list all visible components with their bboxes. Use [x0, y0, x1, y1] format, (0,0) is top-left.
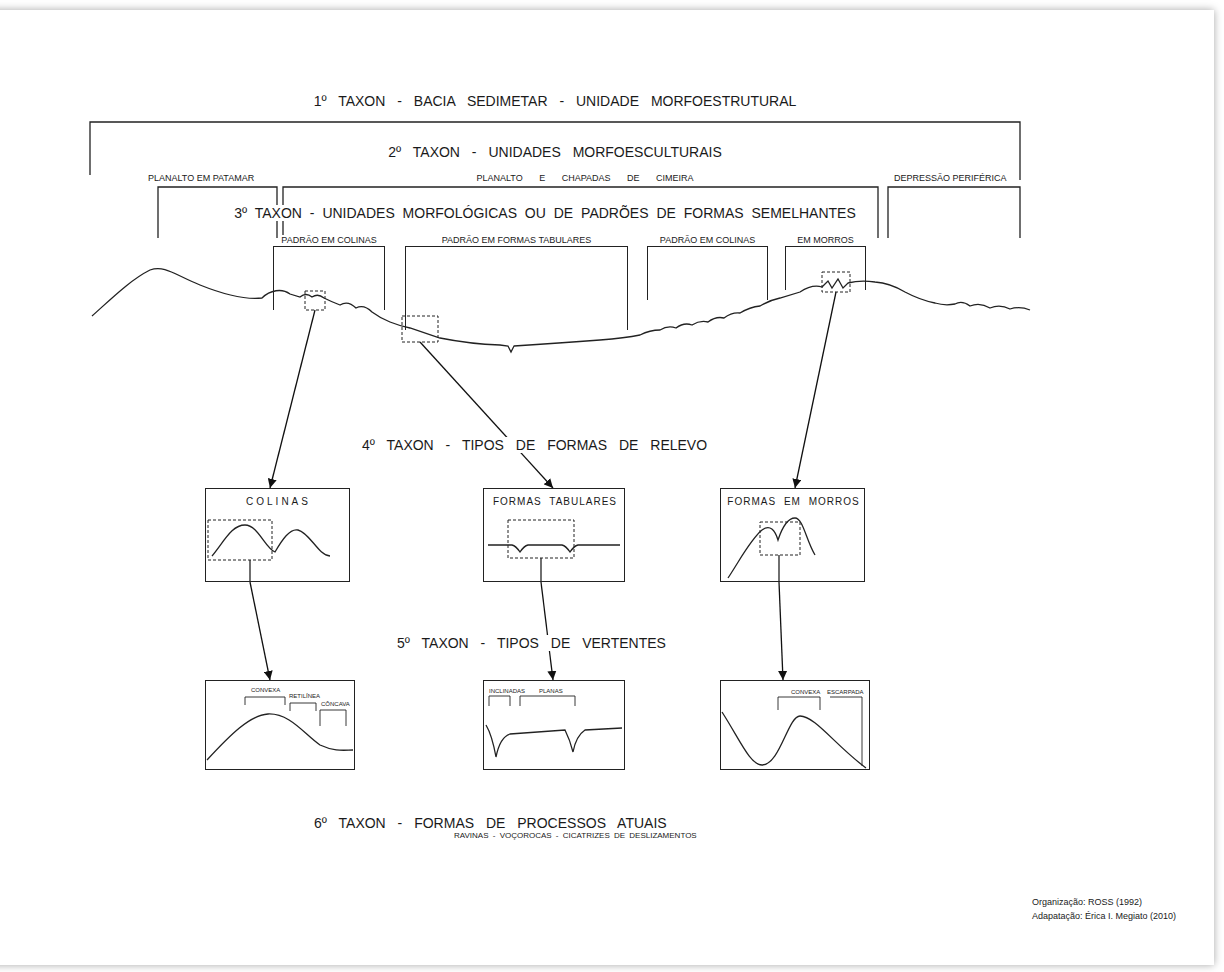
- morros-profile: [728, 518, 815, 578]
- relief-form-box: COLINAS: [205, 488, 350, 582]
- pattern-bracket: PADRÃO EM FORMAS TABULARES: [405, 234, 628, 342]
- bracket-label: PADRÃO EM FORMAS TABULARES: [441, 235, 593, 245]
- leader-line: [540, 558, 541, 582]
- unit-label: PLANALTO E CHAPADAS DE CIMEIRA: [474, 173, 695, 183]
- detail-frame: [508, 520, 574, 558]
- pattern-bracket: EM MORROS: [785, 234, 866, 292]
- pattern-bracket: PADRÃO EM COLINAS: [273, 234, 385, 310]
- slope-profile: [486, 725, 622, 757]
- slope-label: CONVEXA: [251, 687, 280, 693]
- arrow-connector: [795, 292, 836, 488]
- arrow-connector: [420, 342, 553, 488]
- bracket-outline: [273, 246, 385, 310]
- slope-profile: [207, 714, 353, 760]
- taxon-bracket: [90, 122, 1020, 180]
- slope-label: PLANAS: [539, 688, 563, 694]
- slope-profile: [722, 712, 866, 768]
- slope-bracket: [520, 696, 575, 706]
- taxon-title: 5º TAXON - TIPOS DE VERTENTES: [395, 635, 668, 651]
- slope-label: CONVEXA: [791, 689, 820, 695]
- box-heading: COLINAS: [246, 496, 311, 508]
- leader-line: [249, 560, 250, 582]
- leader-line: [778, 555, 779, 582]
- terrain-profile: [92, 269, 1030, 352]
- unit-label: DEPRESSÃO PERIFÉRICA: [892, 173, 1009, 183]
- slope-type-box: CONVEXA ESCARPADA: [720, 680, 870, 770]
- slope-type-box: CONVEXA RETILÍNEACÔNCAVA: [205, 680, 355, 770]
- arrow-connector: [541, 582, 553, 680]
- unit-bracket: [888, 187, 1020, 238]
- slope-bracket: [778, 697, 820, 710]
- slope-bracket: [245, 697, 285, 705]
- slope-bracket: [290, 703, 316, 711]
- taxon-title: 2º TAXON - UNIDADES MORFOESCULTURAIS: [386, 144, 724, 160]
- unit-label: PLANALTO EM PATAMAR: [146, 173, 256, 183]
- taxon-title: 4º TAXON - TIPOS DE FORMAS DE RELEVO: [360, 437, 709, 453]
- box-heading: FORMAS TABULARES: [493, 496, 617, 508]
- relief-form-box: FORMAS EM MORROS: [720, 488, 865, 582]
- slope-type-box: INCLINADAS PLANAS: [483, 680, 625, 770]
- arrow-connector: [779, 582, 783, 680]
- slope-label: CÔNCAVA: [321, 701, 350, 707]
- relief-form-box: FORMAS TABULARES: [483, 488, 625, 582]
- detail-frame: [305, 291, 325, 310]
- bracket-outline: [647, 246, 768, 300]
- slope-label: RETILÍNEA: [289, 693, 320, 699]
- slope-label: ESCARPADA: [827, 689, 864, 695]
- credit-note: Organização: ROSS (1992): [1030, 897, 1144, 907]
- credit-note: Adapatação: Érica I. Megiato (2010): [1030, 911, 1178, 921]
- bracket-label: EM MORROS: [796, 235, 855, 245]
- box-heading: FORMAS EM MORROS: [727, 496, 859, 508]
- bracket-label: PADRÃO EM COLINAS: [659, 235, 756, 245]
- bracket-outline: [785, 246, 866, 290]
- taxon-title: 1º TAXON - BACIA SEDIMETAR - UNIDADE MOR…: [312, 93, 799, 109]
- slope-bracket: [320, 710, 346, 726]
- detail-frame: [402, 316, 438, 342]
- slope-label: INCLINADAS: [489, 688, 525, 694]
- detail-frame: [822, 272, 850, 292]
- process-list: RAVINAS - VOÇOROCAS - CICATRIZES DE DESL…: [452, 831, 699, 840]
- hill-profile: [212, 525, 330, 556]
- pattern-bracket: PADRÃO EM COLINAS: [647, 234, 768, 300]
- detail-frame: [760, 522, 800, 555]
- arrow-connector: [270, 310, 315, 488]
- bracket-outline: [405, 246, 628, 330]
- slope-bracket: [830, 697, 862, 766]
- arrow-connector: [250, 582, 270, 680]
- taxon-title: 3º TAXON - UNIDADES MORFOLÓGICAS OU DE P…: [232, 205, 858, 221]
- tabular-profile: [488, 545, 620, 552]
- taxon-title: 6º TAXON - FORMAS DE PROCESSOS ATUAIS: [312, 815, 669, 831]
- slope-bracket: [489, 696, 510, 706]
- bracket-label: PADRÃO EM COLINAS: [280, 235, 377, 245]
